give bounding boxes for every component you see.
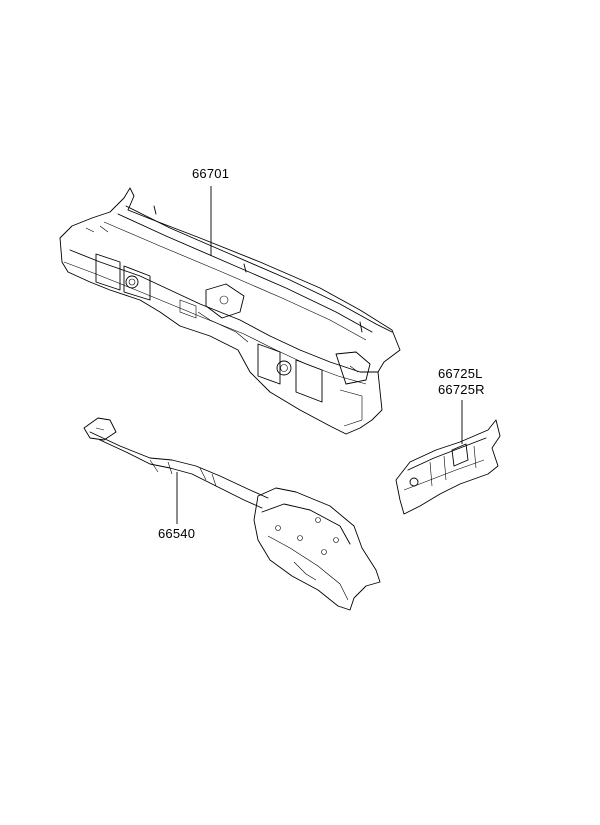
side-bracket-part	[395, 419, 501, 515]
label-66540: 66540	[158, 526, 196, 541]
label-66725L: 66725L	[438, 366, 483, 381]
label-66701: 66701	[192, 166, 230, 181]
label-66725R: 66725R	[438, 382, 485, 397]
cowl-panel-part	[59, 187, 401, 435]
dash-crossmember-part	[83, 417, 381, 611]
